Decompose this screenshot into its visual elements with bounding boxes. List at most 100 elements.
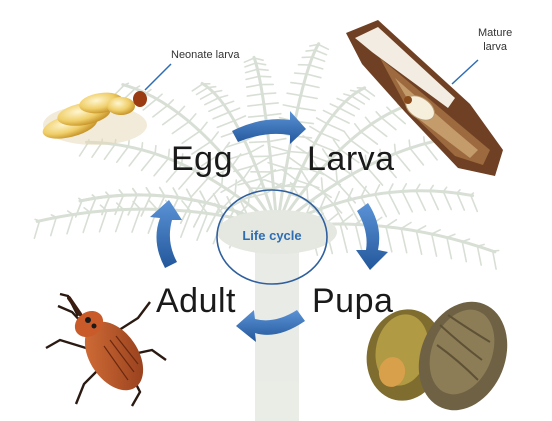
palm-leaflet <box>172 122 189 134</box>
palm-leaflet <box>128 141 129 147</box>
egg-photo <box>40 90 147 145</box>
palm-leaflet <box>477 245 484 247</box>
palm-leaflet <box>234 116 245 121</box>
palm-leaflet <box>217 121 234 128</box>
palm-leaflet <box>129 150 142 166</box>
palm-leaflet <box>457 193 464 210</box>
palm-leaflet <box>178 106 184 113</box>
neonate-larva-head <box>133 91 147 107</box>
palm-leaflet <box>247 94 262 96</box>
palm-leaflet <box>157 94 162 99</box>
center-label: Life cycle <box>222 228 322 243</box>
palm-leaflet <box>142 143 143 150</box>
palm-leaflet <box>462 239 469 241</box>
palm-leaflet <box>259 76 271 77</box>
palm-leaflet <box>262 93 275 94</box>
palm-leaflet <box>364 88 375 96</box>
callout-neonate-larva: Neonate larva <box>171 49 240 63</box>
stage-adult-label: Adult <box>156 284 236 318</box>
palm-leaflet <box>443 192 451 210</box>
palm-leaflet <box>396 154 410 171</box>
palm-leaflet <box>181 211 191 237</box>
palm-leaflet <box>447 238 452 259</box>
palm-leaflet <box>312 57 324 61</box>
palm-leaflet <box>301 96 317 99</box>
neonate-callout-line <box>145 64 171 90</box>
palm-leaflet <box>249 116 266 118</box>
palm-leaflet <box>189 114 196 122</box>
palm-leaflet <box>168 149 169 158</box>
palm-leaflet <box>402 191 412 212</box>
palm-leaflet <box>229 108 240 112</box>
palm-leaflet <box>209 105 224 112</box>
palm-leaflet <box>327 124 344 132</box>
palm-leaflet <box>213 91 221 93</box>
palm-leaflet <box>192 84 203 91</box>
palm-leaflet <box>201 92 214 99</box>
arrow-larva-to-pupa <box>356 203 388 270</box>
palm-leaflet <box>104 144 115 159</box>
adult-photo <box>46 294 166 406</box>
palm-leaflet <box>290 158 303 167</box>
palm-leaflet <box>477 246 481 265</box>
palm-leaflet <box>344 131 351 140</box>
palm-leaflet <box>337 99 345 102</box>
palm-leaflet <box>100 211 107 232</box>
palm-leaflet <box>324 111 334 116</box>
palm-leaflet <box>416 191 425 211</box>
palm-leaflet <box>34 221 39 238</box>
mature-callout-line <box>452 60 478 84</box>
palm-leaflet <box>246 69 258 72</box>
palm-leaflet <box>387 107 392 112</box>
callout-mature-line2: larva <box>483 41 507 53</box>
palm-leaflet <box>375 195 387 217</box>
palm-leaflet <box>310 65 323 69</box>
palm-leaflet <box>410 148 423 165</box>
palm-leaflet <box>132 209 140 232</box>
palm-leaflet <box>205 98 219 105</box>
palm-leaflet <box>345 102 359 110</box>
palm-leaflet <box>155 146 156 154</box>
palm-leaflet <box>197 88 209 95</box>
palm-leaflet <box>142 154 156 171</box>
palm-leaflet <box>51 217 57 235</box>
palm-leaflet <box>386 220 397 227</box>
palm-leaflet <box>283 105 298 108</box>
palm-leaflet <box>250 142 269 143</box>
palm-leaflet <box>258 69 269 70</box>
palm-leaflet <box>191 178 208 197</box>
palm-leaflet <box>234 165 255 171</box>
palm-leaflet <box>116 210 124 232</box>
palm-leaflet <box>146 90 151 94</box>
palm-leaflet <box>392 112 405 124</box>
palm-leaflet <box>235 180 236 195</box>
palm-leaflet <box>432 230 441 234</box>
palm-leaflet <box>430 191 439 210</box>
palm-leaflet <box>462 242 466 262</box>
palm-leaflet <box>163 113 179 125</box>
palm-leaflet <box>333 115 349 123</box>
palm-leaflet <box>358 92 370 100</box>
palm-leaflet <box>266 114 281 116</box>
palm-leaflet <box>307 74 321 78</box>
callout-mature-line1: Mature <box>478 27 512 39</box>
palm-leaflet <box>250 145 263 152</box>
palm-leaflet <box>366 117 372 124</box>
palm-leaflet <box>306 50 315 51</box>
palm-leaflet <box>245 63 256 67</box>
palm-leaflet <box>264 103 278 104</box>
palm-leaflet <box>416 226 425 231</box>
palm-leaflet <box>386 227 392 252</box>
palm-leaflet <box>493 251 499 252</box>
palm-leaflet <box>213 112 229 119</box>
palm-leaflet <box>395 144 396 153</box>
callout-mature-larva: Mature larva <box>478 27 512 55</box>
palm-leaflet <box>401 223 411 229</box>
palm-leaflet <box>244 58 254 62</box>
palm-leaflet <box>382 118 396 130</box>
palm-leaflet <box>425 144 438 160</box>
palm-leaflet <box>67 215 73 234</box>
palm-leaflet <box>416 231 421 254</box>
